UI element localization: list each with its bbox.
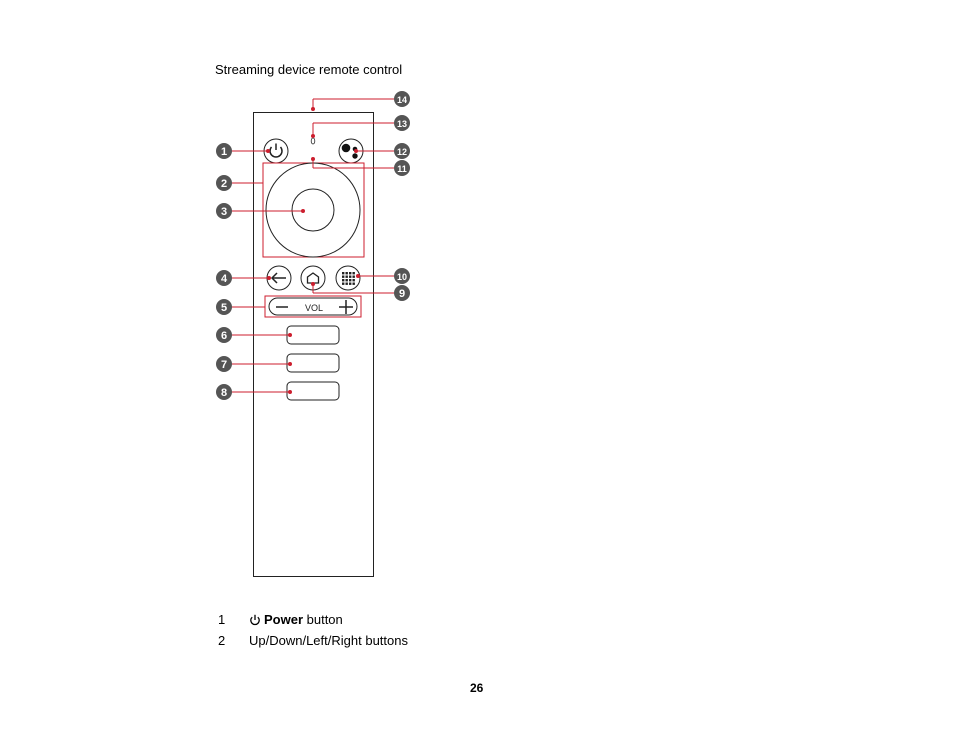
svg-text:7: 7 — [221, 359, 227, 371]
callout-badge-7: 7 — [216, 356, 232, 372]
callout-badge-2: 2 — [216, 175, 232, 191]
callout-badge-1: 1 — [216, 143, 232, 159]
volume-button[interactable]: VOL — [268, 297, 358, 316]
callout-badge-8: 8 — [216, 384, 232, 400]
svg-text:3: 3 — [221, 206, 227, 218]
callout-badge-4: 4 — [216, 270, 232, 286]
svg-text:12: 12 — [397, 147, 407, 157]
assistant-icon — [341, 143, 358, 159]
page-number: 26 — [470, 681, 484, 695]
volume-label: VOL — [305, 303, 323, 313]
shortcut-button-1[interactable] — [286, 325, 340, 345]
callout-badge-12: 12 — [394, 143, 410, 159]
power-icon — [269, 146, 283, 158]
callout-badge-5: 5 — [216, 299, 232, 315]
apps-grid-icon — [342, 272, 355, 285]
callout-dots — [266, 107, 360, 394]
svg-text:11: 11 — [397, 164, 407, 174]
shortcut-button-3[interactable] — [286, 381, 340, 401]
volume-up-icon — [339, 300, 353, 314]
svg-text:8: 8 — [221, 387, 227, 399]
legend-description: Up/Down/Left/Right buttons — [249, 633, 408, 648]
assistant-button[interactable] — [338, 138, 364, 164]
svg-text:14: 14 — [397, 95, 407, 105]
svg-text:4: 4 — [221, 273, 228, 285]
apps-button[interactable] — [335, 265, 361, 291]
callout-badge-3: 3 — [216, 203, 232, 219]
svg-text:5: 5 — [221, 302, 227, 314]
callout-badge-13: 13 — [394, 115, 410, 131]
callout-badge-10: 10 — [394, 268, 410, 284]
power-icon — [250, 614, 260, 626]
callout-badge-6: 6 — [216, 327, 232, 343]
legend-number: 2 — [218, 633, 226, 648]
svg-text:6: 6 — [221, 330, 227, 342]
legend-text: Power button — [249, 612, 343, 627]
svg-text:2: 2 — [221, 178, 227, 190]
page-title: Streaming device remote control — [215, 62, 403, 77]
callout-badge-9: 9 — [394, 285, 410, 301]
svg-text:10: 10 — [397, 272, 407, 282]
callout-badge-14: 14 — [394, 91, 410, 107]
svg-text:9: 9 — [399, 288, 405, 300]
callout-lines — [231, 98, 394, 393]
legend-number: 1 — [218, 612, 226, 627]
home-icon — [306, 272, 320, 284]
svg-text:1: 1 — [221, 146, 227, 158]
shortcut-button-2[interactable] — [286, 353, 340, 373]
callout-badge-11: 11 — [394, 160, 410, 176]
legend-description: button — [303, 612, 343, 627]
legend-bold-label: Power — [264, 612, 304, 627]
ok-button[interactable] — [291, 188, 335, 232]
svg-text:13: 13 — [397, 119, 407, 129]
back-arrow-icon — [270, 272, 286, 284]
